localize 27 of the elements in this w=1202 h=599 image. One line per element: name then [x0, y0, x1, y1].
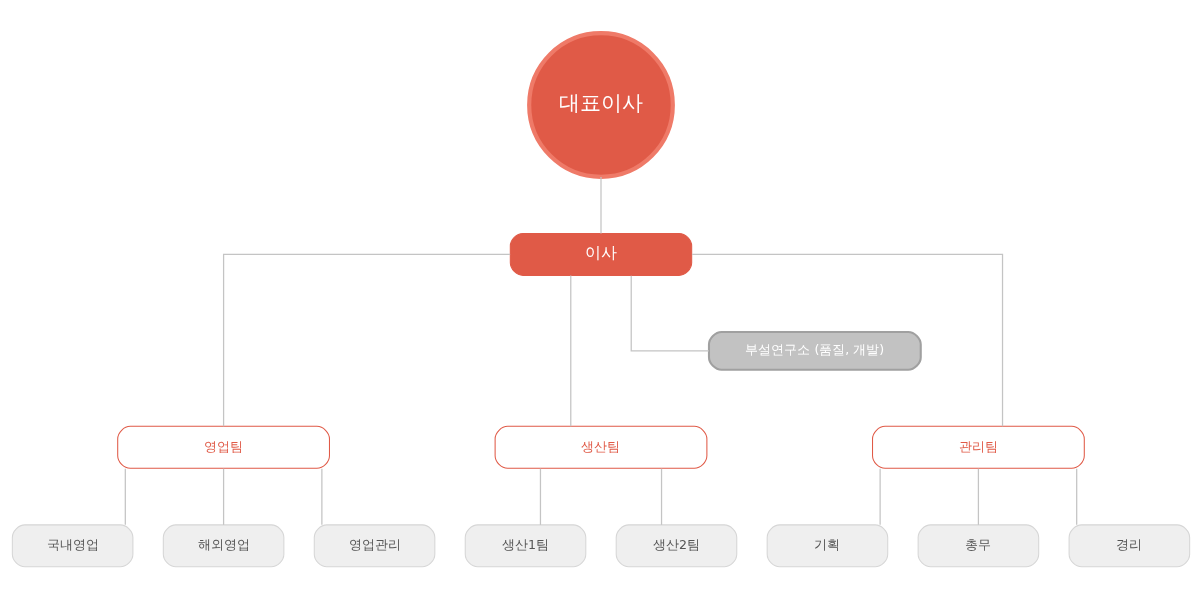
node-box: 국내영업: [11, 523, 134, 567]
connector: [691, 253, 1004, 427]
connector: [1076, 467, 1078, 525]
node-box: 이사: [509, 232, 693, 276]
connector: [321, 467, 323, 525]
connector: [539, 467, 542, 525]
connector: [977, 467, 980, 525]
node-box: 영업팀: [117, 425, 330, 469]
connector: [660, 467, 663, 525]
node-box: 영업관리: [313, 523, 436, 567]
node-box: 해외영업: [162, 523, 285, 567]
node-box: 총무: [917, 523, 1040, 567]
node-box: 생산팀: [494, 425, 708, 469]
connector: [222, 467, 225, 525]
node-box: 기획: [766, 523, 889, 567]
connector: [630, 274, 710, 351]
node-box: 생산2팀: [615, 523, 738, 567]
connector: [600, 175, 602, 234]
node-box: 부설연구소 (품질, 개발): [707, 330, 922, 371]
node-box: 경리: [1068, 523, 1191, 567]
connector: [124, 467, 126, 525]
connector: [879, 467, 881, 525]
connector: [222, 253, 511, 427]
node-box: 관리팀: [872, 425, 1085, 469]
connector: [570, 274, 572, 427]
node-circle: 대표이사: [527, 30, 675, 179]
node-box: 생산1팀: [464, 523, 587, 567]
